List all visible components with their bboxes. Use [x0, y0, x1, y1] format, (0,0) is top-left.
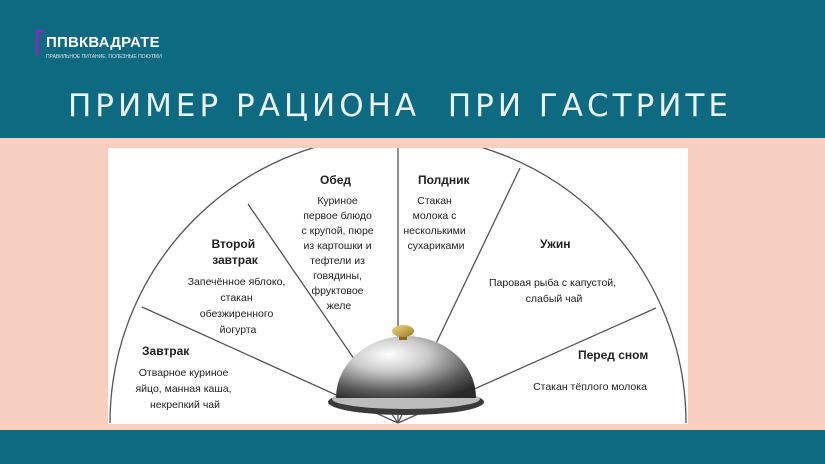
footer-band	[0, 430, 825, 464]
header-band	[0, 0, 825, 138]
meal-label-dinner: Ужин	[540, 237, 570, 251]
page-title: ПРИМЕР РАЦИОНА ПРИ ГАСТРИТЕ	[67, 88, 732, 124]
logo-tagline: ПРАВИЛЬНОЕ ПИТАНИЕ. ПОЛЕЗНЫЕ ПОКУПКИ	[46, 54, 162, 60]
meal-desc-breakfast: Отварное куриное яйцо, манная каша, некр…	[136, 367, 235, 411]
meal-label-second-breakfast: Второй завтрак	[212, 237, 259, 267]
meal-label-afternoon-snack: Полдник	[418, 173, 471, 187]
meal-desc-afternoon-snack: Стакан молока с несколькими сухариками	[403, 195, 468, 252]
meal-label-before-bed: Перед сном	[578, 348, 648, 362]
meal-desc-second-breakfast: Запечённое яблоко, стакан обезжиренного …	[188, 276, 289, 336]
meal-desc-before-bed: Стакан тёплого молока	[533, 381, 647, 393]
meal-fan-svg: Завтрак Отварное куриное яйцо, манная ка…	[109, 134, 687, 424]
meal-plan-diagram: Завтрак Отварное куриное яйцо, манная ка…	[108, 134, 688, 424]
meal-label-breakfast: Завтрак	[142, 344, 190, 358]
meal-desc-dinner: Паровая рыба с капустой, слабый чай	[489, 277, 619, 305]
meal-label-lunch: Обед	[320, 173, 351, 187]
cloche-image	[328, 325, 484, 415]
logo-bracket-icon	[36, 30, 45, 55]
meal-desc-lunch: Куриное первое блюдо с крупой, пюре из к…	[301, 195, 376, 312]
site-logo[interactable]: ППВКВАДРАТЕ ПРАВИЛЬНОЕ ПИТАНИЕ. ПОЛЕЗНЫЕ…	[36, 28, 186, 66]
logo-name: ППВКВАДРАТЕ	[46, 34, 160, 51]
